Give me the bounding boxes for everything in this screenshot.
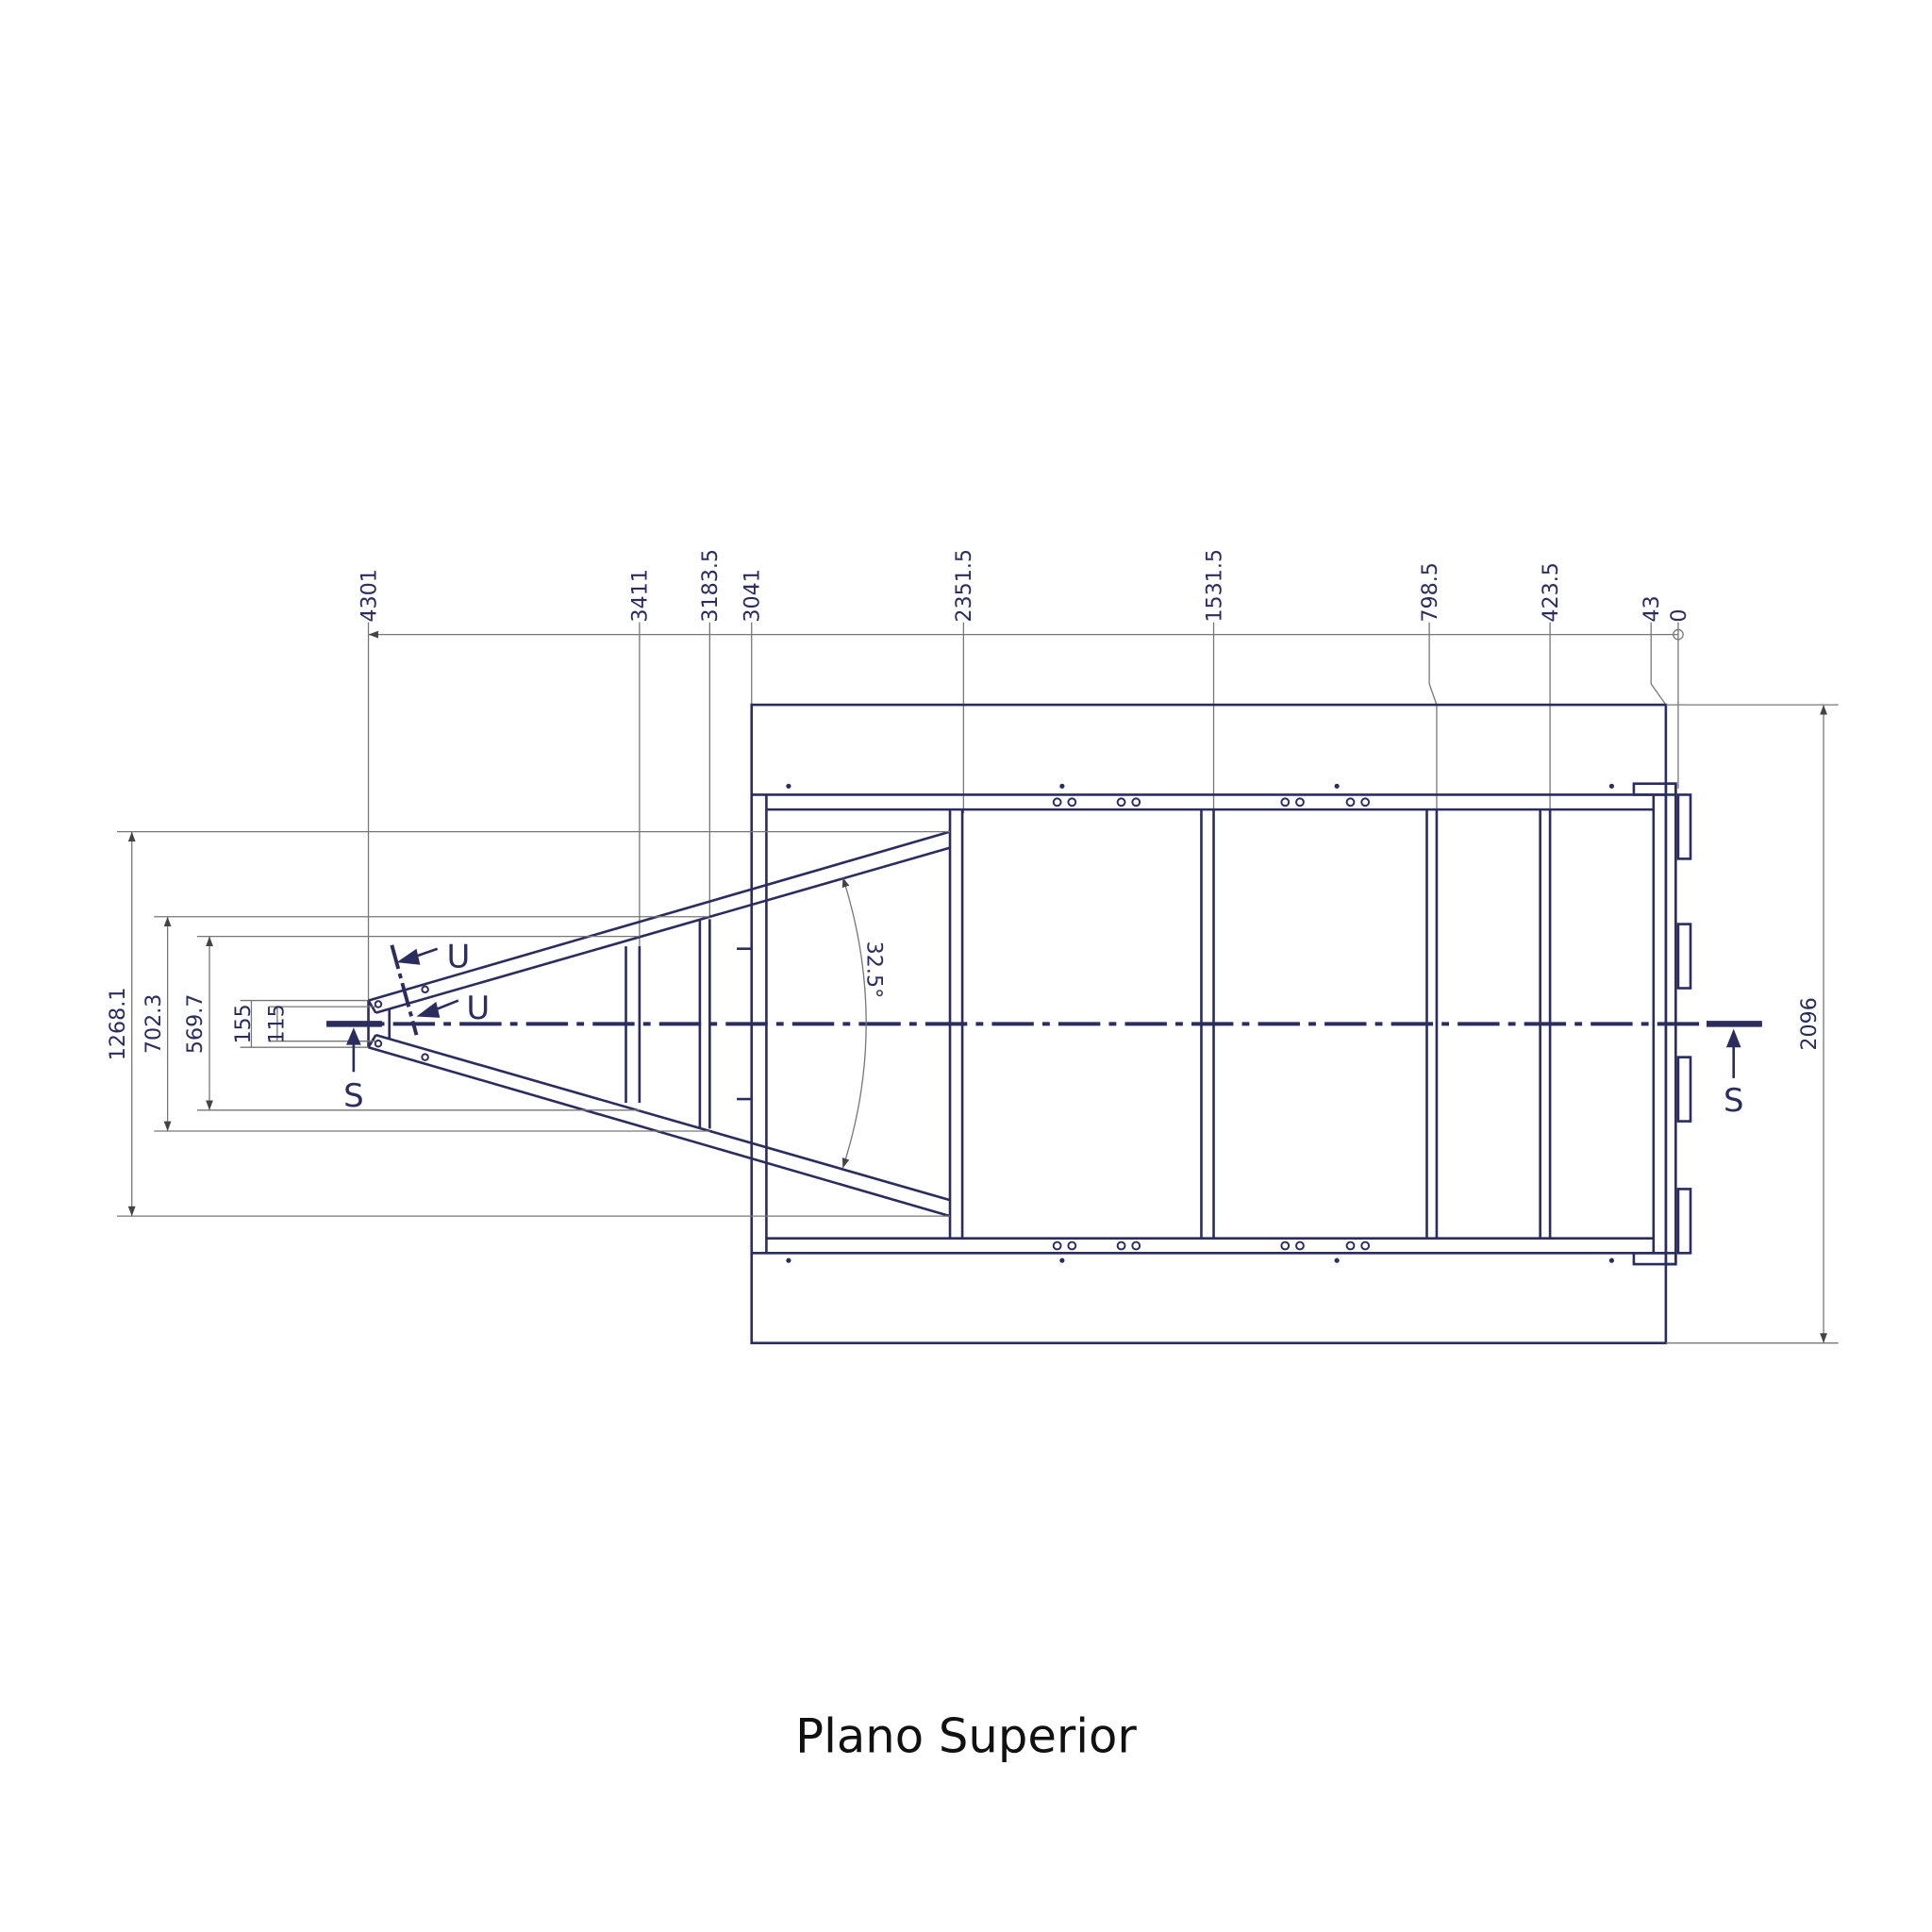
dim-569-7: 569.7	[183, 994, 208, 1055]
frame-holes	[786, 783, 1615, 1263]
dim-43: 43	[1640, 595, 1664, 622]
section-s-left-label: S	[343, 1077, 364, 1115]
dim-0: 0	[1667, 608, 1691, 622]
section-u-top-label: U	[446, 938, 470, 975]
dim-423-5: 423.5	[1539, 562, 1563, 623]
section-u: U U	[390, 938, 490, 1036]
top-dimension-chain: 4301 3411 3183.5 3041 2351.5 1531.5 798.…	[357, 549, 1691, 1024]
dim-3411: 3411	[628, 569, 653, 622]
dim-2096: 2096	[1797, 997, 1822, 1050]
left-dimensions: 1268.1 702.3 569.7 155 115	[106, 830, 951, 1217]
dim-3183-5: 3183.5	[698, 549, 723, 623]
angle-dimension: 32.5°	[841, 876, 887, 1169]
dim-1531-5: 1531.5	[1202, 549, 1226, 623]
section-s-right-label: S	[1724, 1082, 1744, 1120]
dim-702-3: 702.3	[142, 994, 166, 1055]
dim-798-5: 798.5	[1418, 562, 1442, 623]
drawing-title: Plano Superior	[795, 1708, 1137, 1763]
dim-3041: 3041	[741, 569, 765, 622]
section-u-bottom-label: U	[466, 990, 490, 1027]
section-s-left: S	[326, 1021, 382, 1115]
dim-115: 115	[264, 1004, 289, 1043]
section-s-right: S	[1706, 1021, 1762, 1120]
dim-4301: 4301	[357, 569, 381, 622]
dim-1268-1: 1268.1	[106, 988, 130, 1061]
dim-155: 155	[231, 1004, 256, 1043]
right-dimension: 2096	[1665, 704, 1839, 1344]
dim-2351-5: 2351.5	[952, 549, 976, 623]
angle-label: 32.5°	[862, 941, 887, 998]
